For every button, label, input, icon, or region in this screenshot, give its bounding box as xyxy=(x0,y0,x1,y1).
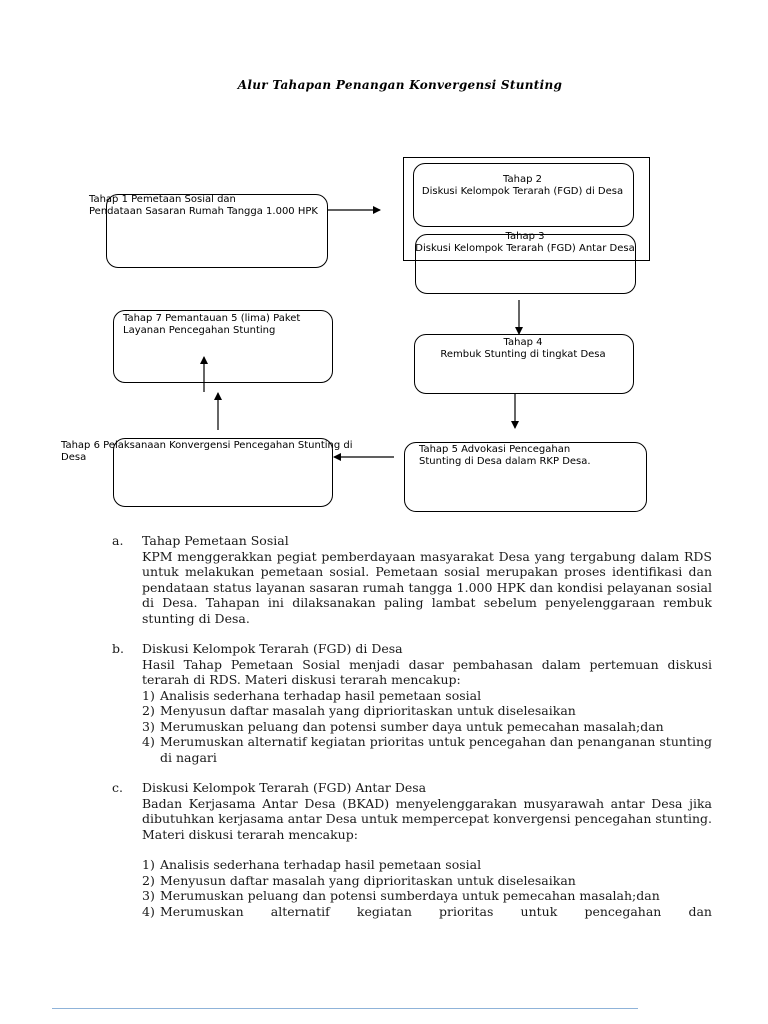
tahap3-box xyxy=(415,234,636,294)
tahap3-label: Tahap 3 Diskusi Kelompok Terarah (FGD) A… xyxy=(400,231,650,255)
tahap5-label: Tahap 5 Advokasi Pencegahan Stunting di … xyxy=(419,444,591,468)
tahap2-line2: Diskusi Kelompok Terarah (FGD) di Desa xyxy=(421,186,624,197)
footer-divider xyxy=(52,1008,638,1009)
section-a-content: Tahap Pemetaan Sosial KPM menggerakkan p… xyxy=(142,533,712,626)
section-c-spacer xyxy=(142,842,712,857)
section-c: c. Diskusi Kelompok Terarah (FGD) Antar … xyxy=(112,780,712,919)
list-item-number: 3) xyxy=(142,888,155,903)
list-item-number: 2) xyxy=(142,872,155,888)
tahap1-line2: Pendataan Sasaran Rumah Tangga 1.000 HPK xyxy=(89,206,318,217)
section-b-content: Diskusi Kelompok Terarah (FGD) di Desa H… xyxy=(142,641,712,765)
tahap7-label: Tahap 7 Pemantauan 5 (lima) Paket Layana… xyxy=(123,313,300,337)
list-item: 2) Menyusun daftar masalah yang dipriorit… xyxy=(142,703,712,719)
tahap6-line1: Tahap 6 Pelaksanaan Konvergensi Pencegah… xyxy=(61,440,353,451)
tahap7-line2: Layanan Pencegahan Stunting xyxy=(123,325,276,336)
list-item-number: 4) xyxy=(142,734,155,749)
section-c-marker: c. xyxy=(112,780,123,795)
list-item-text: Menyusun daftar masalah yang diprioritas… xyxy=(160,703,576,718)
section-a-heading: Tahap Pemetaan Sosial xyxy=(142,533,289,548)
list-item: 1) Analisis sederhana terhadap hasil peme… xyxy=(142,688,712,704)
tahap2-box xyxy=(413,163,634,227)
section-b-marker: b. xyxy=(112,641,124,656)
list-item: 3) Merumuskan peluang dan potensi sumberd… xyxy=(142,888,712,904)
list-item: 3) Merumuskan peluang dan potensi sumber … xyxy=(142,719,712,735)
tahap4-box xyxy=(414,334,634,394)
tahap2-3-frame xyxy=(403,157,650,261)
tahap5-box xyxy=(404,442,647,512)
list-item-text: Merumuskan alternatif kegiatan prioritas… xyxy=(160,903,712,919)
list-item: 2) Menyusun daftar masalah yang dipriorit… xyxy=(142,873,712,889)
section-c-content: Diskusi Kelompok Terarah (FGD) Antar Des… xyxy=(142,780,712,919)
tahap4-line1: Tahap 4 xyxy=(503,337,543,348)
list-item-text: Menyusun daftar masalah yang diprioritas… xyxy=(160,872,576,888)
tahap6-line2: Desa xyxy=(61,452,87,463)
tahap2-line1: Tahap 2 xyxy=(503,174,542,185)
list-item-number: 4) xyxy=(142,903,155,919)
list-item: 4) Merumuskan alternatif kegiatan priorit… xyxy=(142,734,712,765)
tahap2-label: Tahap 2 Diskusi Kelompok Terarah (FGD) d… xyxy=(413,174,632,198)
list-item-number: 1) xyxy=(142,687,155,703)
tahap3-line2: Diskusi Kelompok Terarah (FGD) Antar Des… xyxy=(415,243,635,254)
tahap6-label: Tahap 6 Pelaksanaan Konvergensi Pencegah… xyxy=(61,440,353,464)
section-b-heading: Diskusi Kelompok Terarah (FGD) di Desa xyxy=(142,641,403,656)
tahap1-label: Tahap 1 Pemetaan Sosial dan Pendataan Sa… xyxy=(89,194,318,218)
tahap7-line1: Tahap 7 Pemantauan 5 (lima) Paket xyxy=(123,313,301,324)
list-item: 4) Merumuskan alternatif kegiatan priorit… xyxy=(142,904,712,920)
section-c-body: Badan Kerjasama Antar Desa (BKAD) menyel… xyxy=(142,795,712,842)
list-item-number: 1) xyxy=(142,857,155,872)
tahap5-line2: Stunting di Desa dalam RKP Desa. xyxy=(419,456,591,467)
section-a-body: KPM menggerakkan pegiat pemberdayaan mas… xyxy=(142,548,712,626)
list-item-text: Analisis sederhana terhadap hasil pemeta… xyxy=(160,857,482,872)
section-b-body: Hasil Tahap Pemetaan Sosial menjadi dasa… xyxy=(142,656,712,688)
list-item: 1) Analisis sederhana terhadap hasil peme… xyxy=(142,857,712,873)
tahap1-line1: Tahap 1 Pemetaan Sosial dan xyxy=(89,194,236,205)
list-item-text: Analisis sederhana terhadap hasil pemeta… xyxy=(160,687,482,703)
section-c-heading: Diskusi Kelompok Terarah (FGD) Antar Des… xyxy=(142,780,427,795)
list-item-text: Merumuskan peluang dan potensi sumber da… xyxy=(160,718,664,734)
list-item-number: 2) xyxy=(142,703,155,718)
tahap1-box xyxy=(106,194,328,268)
list-item-text: Merumuskan alternatif kegiatan prioritas… xyxy=(160,734,712,765)
section-a: a. Tahap Pemetaan Sosial KPM menggerakka… xyxy=(112,533,712,626)
list-item-text: Merumuskan peluang dan potensi sumberday… xyxy=(160,888,660,903)
document-title: Alur Tahapan Penangan Konvergensi Stunti… xyxy=(237,78,563,92)
section-b: b. Diskusi Kelompok Terarah (FGD) di Des… xyxy=(112,641,712,765)
section-a-marker: a. xyxy=(112,533,124,548)
tahap4-label: Tahap 4 Rembuk Stunting di tingkat Desa xyxy=(414,337,632,361)
tahap4-line2: Rembuk Stunting di tingkat Desa xyxy=(440,349,606,360)
list-item-number: 3) xyxy=(142,718,155,734)
section-list: a. Tahap Pemetaan Sosial KPM menggerakka… xyxy=(112,533,712,934)
tahap6-box xyxy=(113,438,333,507)
tahap3-line1: Tahap 3 xyxy=(505,231,545,242)
tahap5-line1: Tahap 5 Advokasi Pencegahan xyxy=(419,444,571,455)
tahap7-box xyxy=(113,310,333,383)
